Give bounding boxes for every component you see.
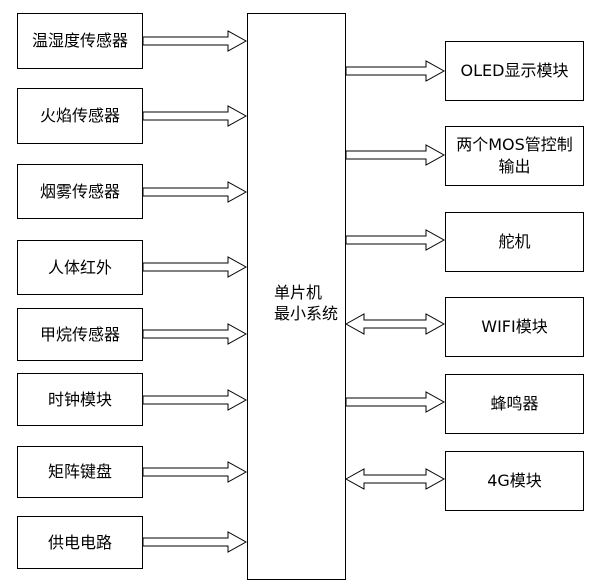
output-box-buzzer: 蜂鸣器 — [445, 374, 584, 434]
mcu-label-line-1: 单片机 — [274, 283, 323, 302]
input-box-temp-humidity-sensor: 温湿度传感器 — [17, 13, 143, 69]
output-box-servo: 舵机 — [445, 212, 584, 272]
input-label: 温湿度传感器 — [31, 31, 128, 50]
input-box-smoke-sensor: 烟雾传感器 — [17, 164, 143, 219]
input-label: 时钟模块 — [47, 389, 112, 409]
output-label: WIFI模块 — [481, 317, 548, 336]
arrow-temp-humidity-to-mcu — [142, 30, 248, 52]
arrow-mcu-to-mos — [345, 144, 446, 166]
arrow-mcu-4g-bidirectional — [344, 468, 446, 490]
input-box-clock-module: 时钟模块 — [17, 373, 143, 426]
mcu-block: 单片机 最小系统 — [247, 13, 346, 580]
output-box-4g-module: 4G模块 — [445, 451, 584, 511]
input-box-power-supply: 供电电路 — [17, 516, 143, 569]
input-label: 火焰传感器 — [39, 106, 120, 125]
input-box-pir-sensor: 人体红外 — [17, 240, 143, 295]
arrow-mcu-to-servo — [345, 229, 446, 251]
arrow-pir-to-mcu — [142, 256, 248, 278]
input-label: 人体红外 — [47, 257, 112, 277]
output-label: 蜂鸣器 — [490, 394, 539, 413]
output-box-oled-display: OLED显示模块 — [445, 41, 584, 101]
arrow-smoke-to-mcu — [142, 181, 248, 203]
arrow-power-to-mcu — [142, 531, 248, 553]
input-box-methane-sensor: 甲烷传感器 — [17, 308, 143, 361]
arrow-mcu-wifi-bidirectional — [344, 313, 446, 335]
output-box-mos-control: 两个MOS管控制输出 — [445, 126, 584, 186]
mcu-label-line-2: 最小系统 — [274, 304, 339, 323]
input-box-matrix-keypad: 矩阵键盘 — [17, 446, 143, 498]
input-label: 矩阵键盘 — [47, 462, 112, 481]
output-label: OLED显示模块 — [460, 61, 569, 80]
output-label: 4G模块 — [487, 471, 542, 490]
arrow-methane-to-mcu — [142, 323, 248, 345]
output-box-wifi-module: WIFI模块 — [445, 297, 584, 357]
arrow-flame-to-mcu — [142, 105, 248, 127]
arrow-mcu-to-buzzer — [345, 391, 446, 413]
arrow-keypad-to-mcu — [142, 461, 248, 483]
output-label: 舵机 — [498, 232, 531, 251]
arrow-clock-to-mcu — [142, 389, 248, 411]
input-box-flame-sensor: 火焰传感器 — [17, 88, 143, 144]
input-label: 烟雾传感器 — [39, 181, 120, 201]
output-label: 两个MOS管控制输出 — [456, 135, 573, 176]
mcu-label: 单片机 最小系统 — [274, 282, 338, 324]
arrow-mcu-to-oled — [345, 60, 446, 82]
input-label: 供电电路 — [47, 532, 112, 552]
input-label: 甲烷传感器 — [39, 324, 120, 344]
